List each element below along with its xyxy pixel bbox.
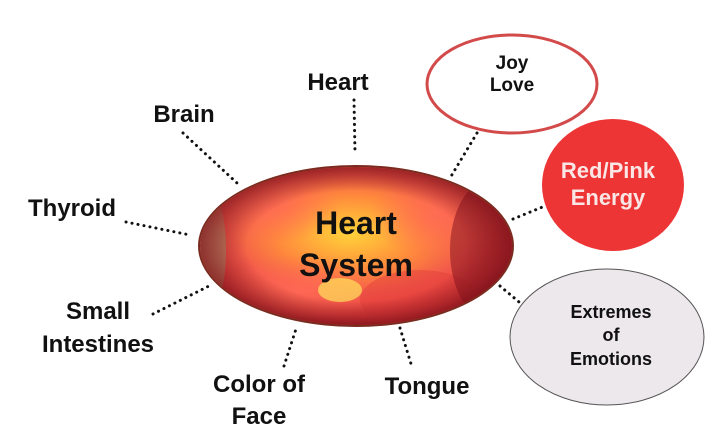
connector-small-intestines xyxy=(151,283,213,316)
bubble-emotions: Extremes of Emotions xyxy=(509,268,705,406)
connector-brain xyxy=(181,131,239,185)
bubble-joy-love-line1: Joy xyxy=(496,53,529,74)
label-color-of-face-line2: Face xyxy=(232,403,287,430)
label-tongue: Tongue xyxy=(385,373,470,400)
connector-emotions xyxy=(498,284,527,309)
connector-color-of-face xyxy=(282,327,298,368)
connector-energy xyxy=(511,204,547,221)
label-small-intestines-line1: Small xyxy=(66,298,130,325)
bubble-energy-line1: Red/Pink xyxy=(561,158,656,183)
connector-joy-love xyxy=(448,131,479,180)
bubble-energy: Red/Pink Energy xyxy=(542,119,684,251)
bubble-joy-love: Joy Love xyxy=(425,33,599,135)
label-small-intestines-line2: Intestines xyxy=(42,331,154,358)
center-title-line1: Heart xyxy=(315,205,397,241)
bubble-emotions-line2: of xyxy=(603,325,621,345)
connector-heart xyxy=(352,98,357,154)
center-title-line2: System xyxy=(299,247,413,283)
bubble-joy-love-line2: Love xyxy=(490,75,534,96)
label-brain: Brain xyxy=(153,101,214,128)
connector-tongue xyxy=(398,326,414,369)
center-oval: Heart System xyxy=(198,165,514,327)
label-heart: Heart xyxy=(307,69,368,96)
connector-thyroid xyxy=(124,220,192,237)
bubble-emotions-line1: Extremes xyxy=(570,302,651,322)
label-color-of-face-line1: Color of xyxy=(213,371,306,398)
label-thyroid: Thyroid xyxy=(28,195,116,222)
bubble-emotions-line3: Emotions xyxy=(570,349,652,369)
connectors xyxy=(124,98,547,369)
bubble-energy-line2: Energy xyxy=(571,185,646,210)
